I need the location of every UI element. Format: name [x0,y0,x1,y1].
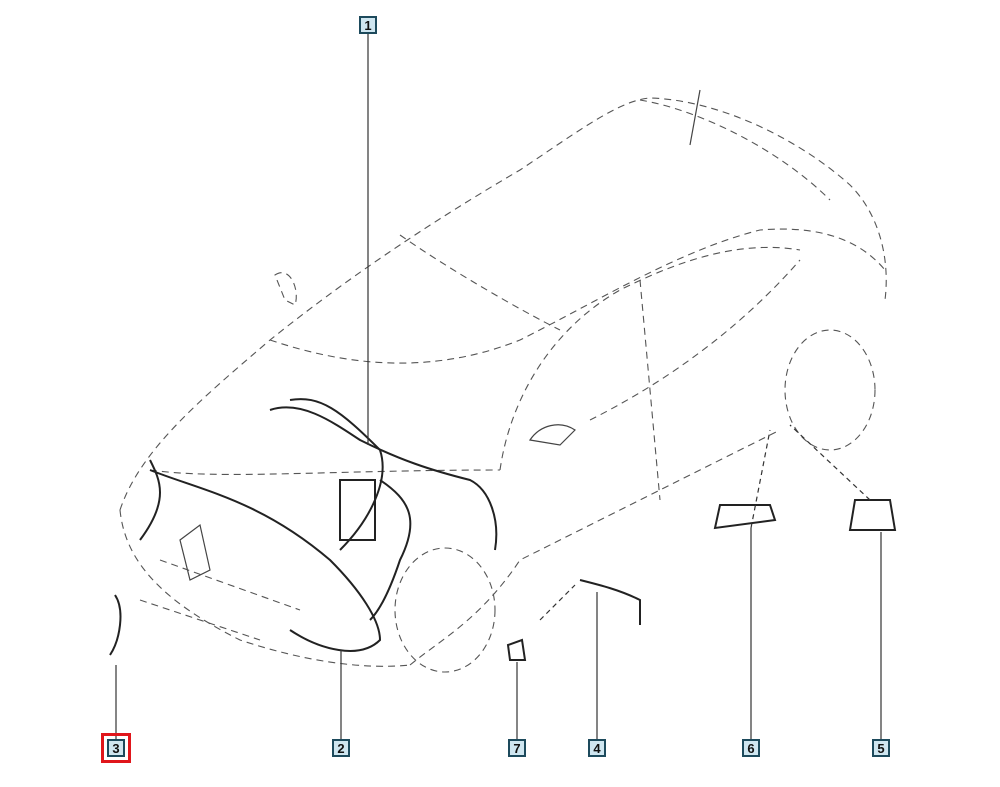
callout-1[interactable]: 1 [359,16,377,34]
wiring-harness [109,398,897,661]
car-body-outline [119,89,887,673]
callout-4[interactable]: 4 [588,739,606,757]
callout-5[interactable]: 5 [872,739,890,757]
callout-7[interactable]: 7 [508,739,526,757]
callout-2[interactable]: 2 [332,739,350,757]
leader-lines [115,34,882,740]
callout-3-selected[interactable]: 3 [101,733,131,763]
callout-6[interactable]: 6 [742,739,760,757]
